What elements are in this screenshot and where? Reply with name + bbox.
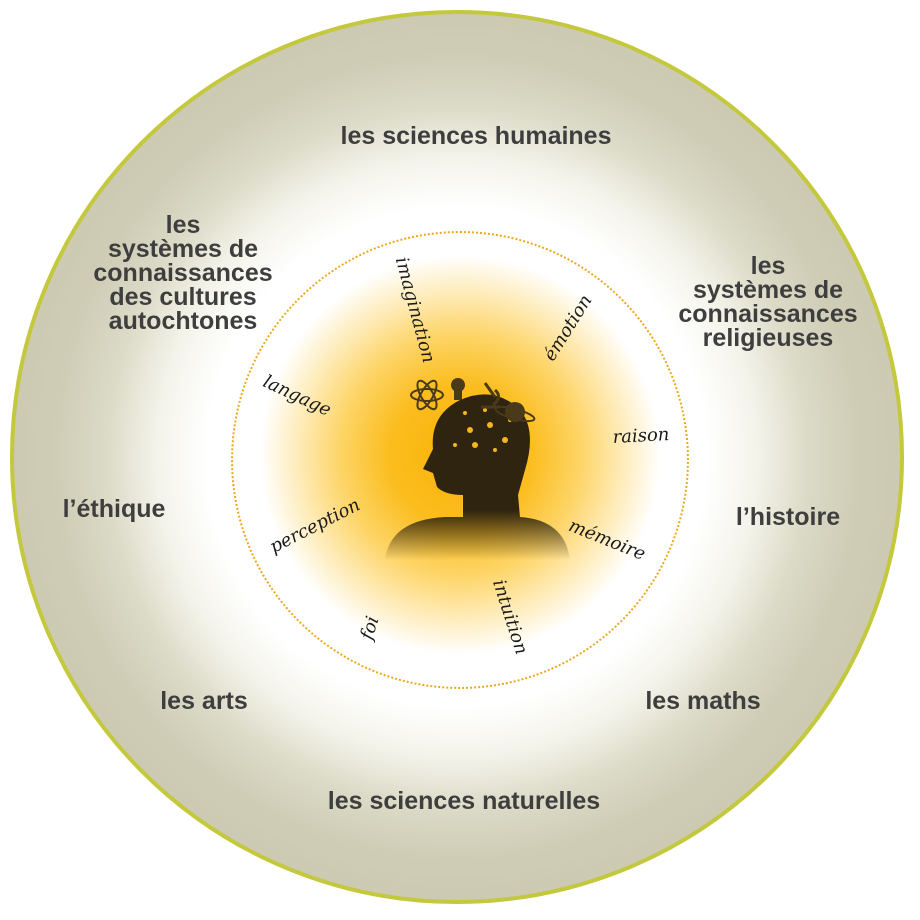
line: connaissances — [93, 259, 273, 287]
line: autochtones — [108, 307, 258, 335]
area-indigenous-knowledge: les systèmes de connaissances des cultur… — [93, 211, 273, 335]
ways-of-knowing-circle — [231, 231, 689, 689]
line: les — [750, 252, 786, 280]
area-religious-knowledge: les systèmes de connaissances religieuse… — [678, 252, 858, 352]
line: connaissances — [678, 300, 858, 328]
line: les — [165, 211, 201, 239]
atom-icon — [410, 379, 444, 411]
planet-icon — [494, 402, 536, 423]
line: des cultures — [109, 283, 257, 311]
area-history: l’histoire — [735, 503, 841, 531]
area-natural-sciences: les sciences naturelles — [327, 787, 601, 815]
head-icon — [385, 378, 570, 560]
area-arts: les arts — [160, 687, 248, 715]
line: religieuses — [702, 324, 834, 352]
area-ethics: l’éthique — [62, 495, 166, 523]
area-human-sciences: les sciences humaines — [340, 122, 612, 150]
wok-reason: raison — [612, 424, 670, 448]
line: systèmes de — [107, 235, 259, 263]
lightbulb-icon — [451, 378, 465, 400]
area-maths: les maths — [645, 687, 761, 715]
line: systèmes de — [692, 276, 844, 304]
